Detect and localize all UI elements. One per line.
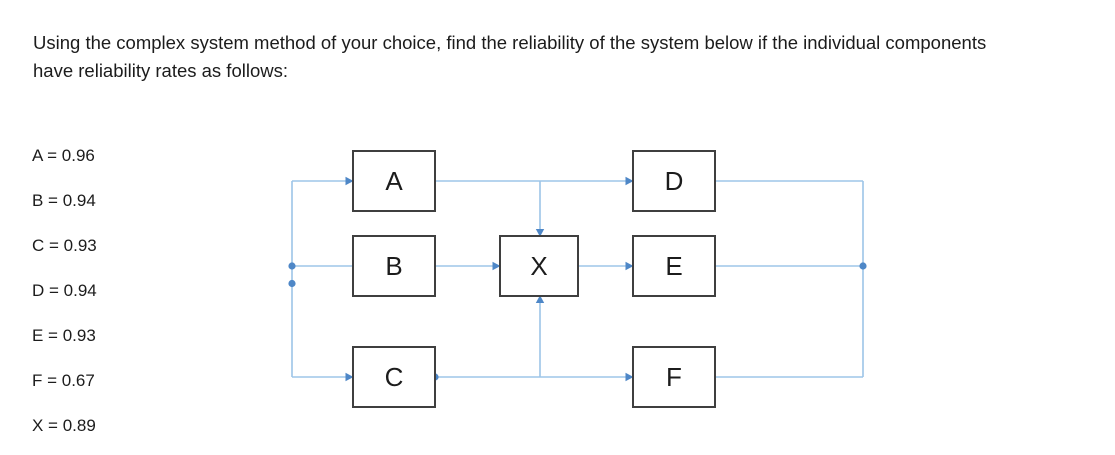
input-junction-dot-upper <box>288 262 296 270</box>
node-x-box <box>499 235 579 297</box>
arrowhead-into-e-icon <box>625 261 634 271</box>
node-c: C <box>352 346 436 408</box>
arrowhead-into-x-top-icon <box>535 229 545 237</box>
node-f: F <box>632 346 716 408</box>
node-e-label: E <box>665 251 682 281</box>
reliability-item-x: X = 0.89 <box>32 416 96 435</box>
connectors <box>291 180 864 378</box>
reliability-item-b: B = 0.94 <box>32 191 96 210</box>
arrowhead-into-f-icon <box>625 372 634 382</box>
input-junction-dot-lower <box>288 279 296 288</box>
node-a-label: A <box>385 166 403 196</box>
arrowhead-into-x-left-icon <box>492 261 501 271</box>
question-text: Using the complex system method of your … <box>33 29 1103 85</box>
question-line-2: have reliability rates as follows: <box>33 59 288 81</box>
node-a: A <box>352 150 436 212</box>
output-junction-dot <box>859 262 867 270</box>
node-d-label: D <box>665 166 684 196</box>
reliability-item-f: F = 0.67 <box>32 371 95 390</box>
node-a-box <box>352 150 436 212</box>
arrowhead-into-c-icon <box>345 372 354 382</box>
arrowhead-into-d-icon <box>625 176 634 186</box>
arrowhead-into-x-bottom-icon <box>535 295 545 303</box>
node-d-box <box>632 150 716 212</box>
node-x: X <box>499 235 579 297</box>
arrowheads <box>345 176 634 382</box>
reliability-list: A = 0.96 B = 0.94 C = 0.93 D = 0.94 E = … <box>32 146 97 455</box>
node-c-label: C <box>385 362 404 392</box>
node-e-box <box>632 235 716 297</box>
node-f-box <box>632 346 716 408</box>
reliability-item-e: E = 0.93 <box>32 326 96 345</box>
arrowhead-into-a-icon <box>345 176 354 186</box>
reliability-item-c: C = 0.93 <box>32 236 97 255</box>
node-c-box <box>352 346 436 408</box>
node-x-label: X <box>530 251 547 281</box>
node-b-label: B <box>385 251 402 281</box>
question-line-1: Using the complex system method of your … <box>33 31 987 53</box>
nodes: A B C X D E F <box>352 150 716 408</box>
node-b: B <box>352 235 436 297</box>
node-e: E <box>632 235 716 297</box>
node-d: D <box>632 150 716 212</box>
node-b-box <box>352 235 436 297</box>
node-f-label: F <box>666 362 682 392</box>
reliability-item-d: D = 0.94 <box>32 281 97 300</box>
reliability-item-a: A = 0.96 <box>32 146 95 165</box>
